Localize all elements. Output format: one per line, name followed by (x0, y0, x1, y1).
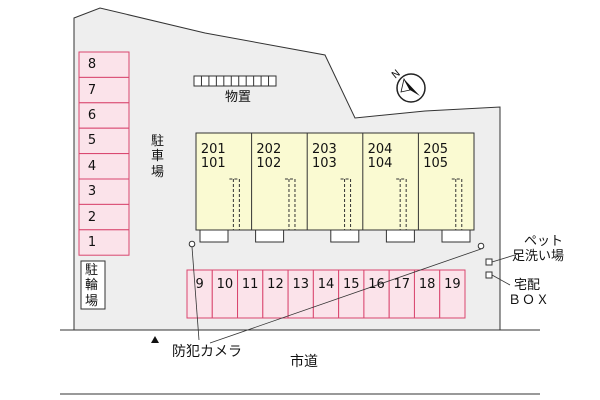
parking-space-number: 7 (87, 82, 97, 98)
camera-marker-icon (188, 240, 196, 248)
parking-space-left (78, 153, 130, 180)
unit-stair-dashed (284, 178, 296, 230)
unit-entrance-step (385, 229, 415, 243)
parking-space-number: 18 (418, 276, 436, 292)
parking-space-number: 6 (87, 107, 97, 123)
unit-upper-number: 202 (256, 142, 282, 157)
unit-stair-dashed (340, 178, 352, 230)
storage-shed (193, 75, 277, 87)
parking-space-number: 1 (87, 234, 97, 250)
parking-left-column (78, 51, 130, 256)
unit-lower-number: 105 (423, 155, 449, 171)
camera-leader-left (191, 246, 200, 341)
parking-space-bottom (312, 269, 340, 319)
parking-space-number: 2 (87, 209, 97, 225)
unit-stair-dashed (396, 178, 407, 230)
unit-upper-number: 203 (312, 142, 337, 157)
parking-space-bottom (413, 269, 441, 319)
pet-wash-label-line2: 足洗い場 (512, 249, 565, 264)
parking-space-bottom (439, 269, 466, 319)
parking-space-number: 15 (342, 276, 360, 292)
delivery-box-leader (491, 274, 511, 286)
parking-space-number: 10 (216, 276, 234, 292)
unit-lower-number: 103 (312, 155, 337, 171)
parking-space-left (78, 127, 130, 155)
storage-label: 物置 (225, 90, 252, 105)
delivery-box-label-line2: ＢＯＸ (508, 293, 551, 308)
parking-space-number: 5 (87, 133, 97, 149)
unit-upper-number: 204 (367, 142, 393, 157)
unit-stair-dashed (451, 178, 463, 230)
unit-entrance-step (330, 229, 360, 243)
parking-space-number: 16 (368, 276, 385, 292)
parking-space-number: 13 (292, 276, 309, 292)
parking-space-number: 9 (195, 276, 204, 292)
parking-space-number: 14 (317, 276, 335, 292)
parking-space-bottom (211, 269, 239, 319)
north-arrow-icon (396, 73, 426, 103)
storage-shed-outline (193, 75, 277, 87)
parking-space-bottom (186, 269, 213, 319)
parking-space-number: 3 (87, 184, 97, 200)
delivery-box-marker (485, 271, 493, 279)
camera-marker-icon (477, 242, 485, 250)
unit-stair-dashed (229, 178, 240, 230)
parking-space-left (78, 76, 130, 104)
security-camera-label: 防犯カメラ (172, 344, 242, 360)
unit-entrance-step (441, 229, 471, 243)
parking-space-number: 11 (241, 276, 259, 292)
unit-entrance-step (255, 229, 285, 243)
parking-space-number: 12 (267, 276, 284, 292)
entrance-triangle-icon (151, 336, 159, 343)
parking-space-bottom (363, 269, 390, 319)
parking-space-bottom (388, 269, 415, 319)
bike-parking-label: 駐 輪 場 (85, 263, 99, 309)
pet-wash-marker (485, 258, 493, 266)
parking-space-left (78, 51, 130, 78)
bike-parking-area (80, 260, 106, 310)
parking-space-left (78, 102, 130, 129)
parking-space-number: 4 (87, 158, 97, 174)
parking-space-number: 8 (87, 57, 97, 73)
unit-entrance-step (199, 229, 229, 243)
apartment-building (195, 132, 475, 243)
camera-leader-right (209, 248, 482, 344)
delivery-box-label-line1: 宅配 (514, 278, 541, 293)
parking-space-number: 19 (444, 276, 461, 292)
parking-space-number: 17 (393, 276, 411, 292)
unit-lower-number: 102 (256, 155, 282, 171)
unit-lower-number: 104 (367, 155, 393, 171)
car-parking-label: 駐 車 場 (151, 134, 165, 180)
unit-lower-number: 101 (200, 155, 226, 171)
unit-upper-number: 205 (423, 142, 449, 157)
parking-bottom-row (186, 269, 466, 319)
pet-wash-label-line1: ペット (524, 234, 564, 249)
building-outline (195, 132, 475, 231)
parking-space-bottom (237, 269, 264, 319)
unit-upper-number: 201 (200, 142, 226, 157)
parking-space-left (78, 229, 130, 256)
city-road-label: 市道 (290, 354, 318, 370)
pet-wash-leader (491, 253, 519, 263)
parking-space-bottom (287, 269, 314, 319)
